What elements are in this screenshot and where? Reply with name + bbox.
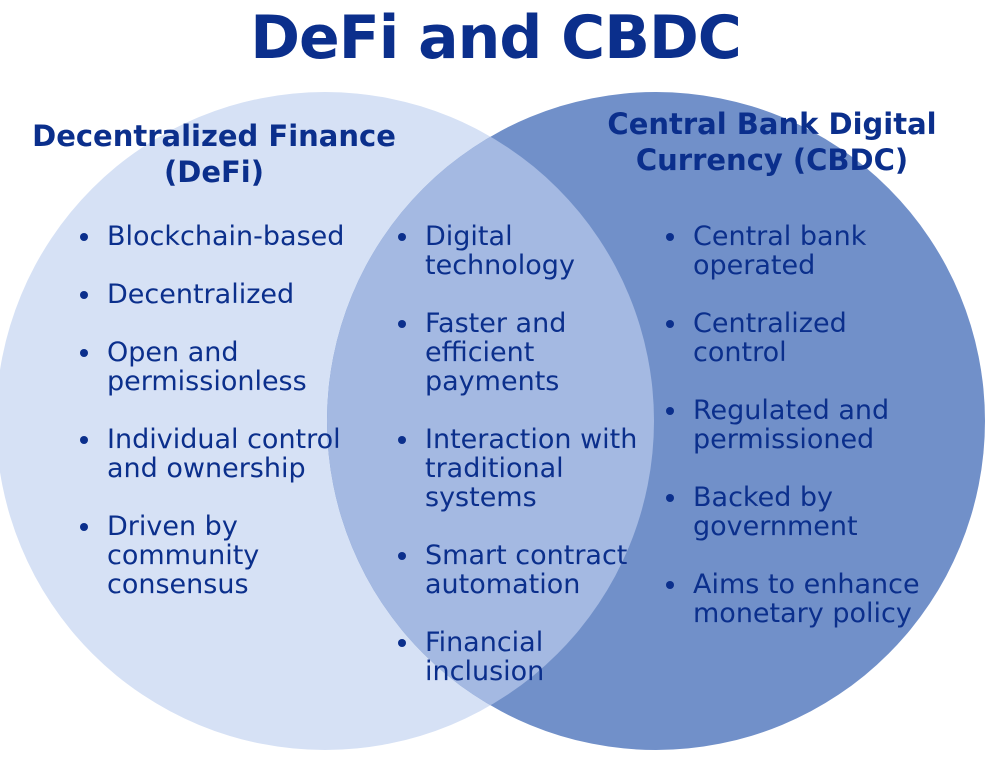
list-item: Aims to enhance monetary policy xyxy=(664,570,924,628)
defi-heading-line1: Decentralized Finance xyxy=(32,119,396,153)
list-item: Smart contract automation xyxy=(396,541,666,599)
list-item: Financial inclusion xyxy=(396,628,666,686)
defi-list: Blockchain-based Decentralized Open and … xyxy=(78,222,348,628)
overlap-region xyxy=(327,92,654,750)
list-item: Centralized control xyxy=(664,309,924,367)
list-item: Regulated and permissioned xyxy=(664,396,924,454)
cbdc-heading-line2: Currency (CBDC) xyxy=(635,143,909,177)
list-item: Individual control and ownership xyxy=(78,425,348,483)
list-item: Faster and efficient payments xyxy=(396,309,666,396)
defi-heading-line2: (DeFi) xyxy=(164,155,264,189)
list-item: Interaction with traditional systems xyxy=(396,425,666,512)
list-item: Open and permissionless xyxy=(78,338,348,396)
cbdc-list: Central bank operated Centralized contro… xyxy=(664,222,924,657)
list-item: Decentralized xyxy=(78,280,348,309)
list-item: Driven by community consensus xyxy=(78,512,348,599)
defi-heading: Decentralized Finance (DeFi) xyxy=(18,118,410,190)
list-item: Backed by government xyxy=(664,483,924,541)
diagram-title: DeFi and CBDC xyxy=(250,3,742,73)
cbdc-heading: Central Bank Digital Currency (CBDC) xyxy=(586,106,958,178)
cbdc-heading-line1: Central Bank Digital xyxy=(607,107,937,141)
list-item: Blockchain-based xyxy=(78,222,348,251)
shared-list: Digital technology Faster and efficient … xyxy=(396,222,666,715)
list-item: Central bank operated xyxy=(664,222,924,280)
list-item: Digital technology xyxy=(396,222,666,280)
